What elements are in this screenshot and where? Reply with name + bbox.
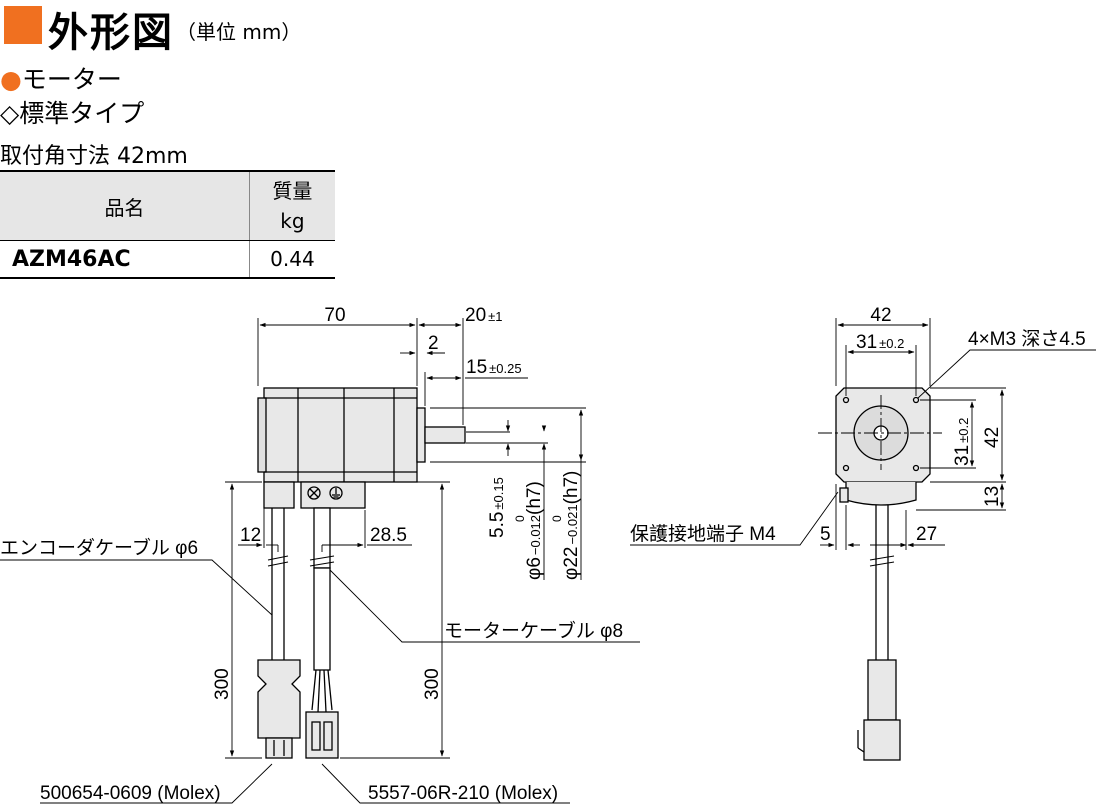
dim-front-bottom: 13 (982, 486, 1003, 507)
type-heading: ◇標準タイプ (0, 99, 145, 128)
front-leader-lines (630, 349, 1096, 546)
motor-cable-label: モーターケーブル φ8 (444, 619, 623, 642)
dim-pilot-dia-upper: 0 (550, 515, 564, 522)
page-title: 外形図 (48, 10, 174, 56)
spec-table: 品名 質量 kg AZM46AC 0.44 (0, 170, 335, 279)
motor-heading: ●モーター (0, 65, 122, 94)
front-extension-lines (818, 318, 1006, 550)
dim-motor-offset: 28.5 (370, 525, 407, 546)
model-name: AZM46AC (0, 240, 250, 279)
mass-value: 0.44 (249, 240, 335, 279)
dim-length: 70 (324, 305, 345, 326)
screw-label: 4×M3 深さ4.5 (968, 328, 1086, 350)
dim-front-height: 42 (982, 427, 1003, 448)
mounting-size: 取付角寸法 42mm (0, 144, 188, 169)
title-marker (4, 6, 42, 44)
motor-body (257, 387, 466, 483)
encoder-cable-label: エンコーダケーブル φ6 (0, 536, 198, 559)
encoder-cable (257, 508, 301, 759)
motor-connector-label: 5557-06R-210 (Molex) (368, 783, 558, 804)
col-header-name: 品名 (0, 170, 250, 241)
leader-lines (0, 559, 640, 804)
motor-cable (305, 507, 339, 759)
dim-encoder-offset: 12 (240, 525, 261, 546)
dim-shaft: 20±1 (465, 305, 503, 326)
dim-flat-depth: 5.5±0.15 (487, 477, 508, 538)
bullet-icon: ● (0, 65, 22, 94)
front-dimension-lines (820, 322, 1005, 548)
dim-pilot-dia: φ22−0.021(h7) (561, 471, 582, 580)
dim-front-right: 27 (916, 524, 937, 545)
extension-lines (225, 318, 586, 759)
front-view (630, 318, 1096, 761)
dim-front-pitch-v: 31±0.2 (952, 418, 973, 466)
ground-terminal-label: 保護接地端子 M4 (630, 523, 776, 545)
dim-shaft-dia: φ6−0.012(h7) (524, 481, 545, 580)
cable-housing (263, 481, 366, 509)
col-header-mass: 質量 kg (249, 170, 335, 241)
side-view (0, 318, 640, 804)
dim-front-width: 42 (870, 305, 891, 326)
dim-cable-left: 300 (212, 668, 233, 700)
unit-label: （単位 mm） (176, 20, 302, 44)
dim-pilot: 2 (428, 333, 439, 354)
front-flange (835, 387, 931, 506)
front-cable (857, 505, 901, 761)
encoder-connector-label: 500654-0609 (Molex) (40, 783, 221, 804)
dim-front-pitch-h: 31±0.2 (856, 332, 904, 353)
table-row: AZM46AC 0.44 (0, 240, 335, 279)
dim-shaft-dia-upper: 0 (513, 515, 527, 522)
dim-cable-right: 300 (422, 668, 443, 700)
dimension-lines (229, 322, 584, 757)
dim-flat: 15±0.25 (466, 357, 522, 378)
dim-front-left: 5 (820, 524, 831, 545)
